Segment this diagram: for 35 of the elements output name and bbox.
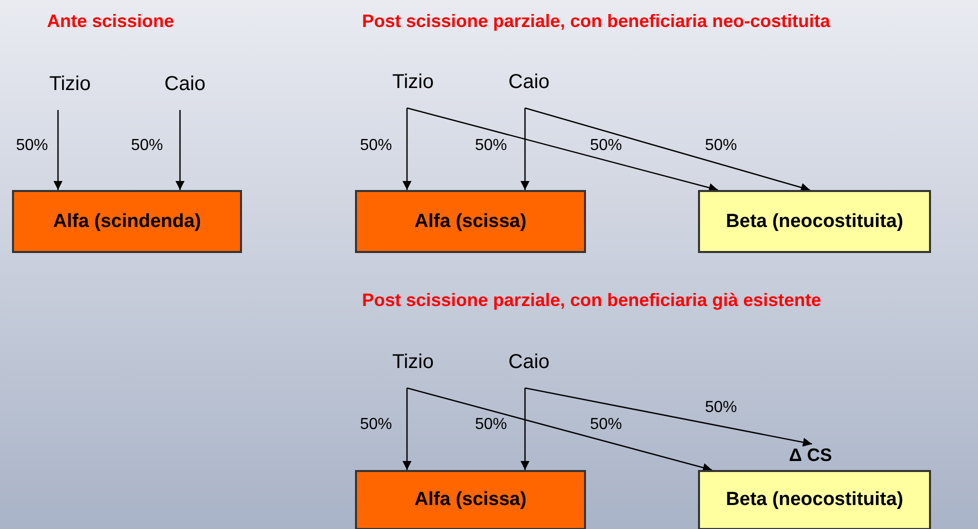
edge-label: 50%: [590, 415, 622, 435]
shareholder-name: Tizio: [45, 72, 95, 110]
shareholder-name: Tizio: [388, 350, 438, 388]
capital-increase-note: Δ CS: [789, 444, 841, 466]
arrow: [402, 108, 412, 190]
arrow: [406, 107, 718, 192]
arrow: [175, 110, 185, 190]
arrow: [406, 387, 712, 472]
company-box: Beta (neocostituita): [698, 190, 931, 253]
company-box: Beta (neocostituita): [698, 470, 931, 529]
arrow: [402, 388, 412, 470]
edge-label: 50%: [360, 136, 392, 156]
edge-label: 50%: [590, 136, 622, 156]
edge-label: 50%: [360, 415, 392, 435]
arrow: [520, 108, 530, 190]
edge-label: 50%: [131, 136, 164, 156]
edge-label: 50%: [16, 136, 48, 156]
edge-label: 50%: [475, 136, 508, 156]
shareholder-name: Caio: [505, 350, 553, 388]
arrow: [520, 388, 530, 470]
edge-label: 50%: [705, 136, 738, 156]
shareholder-name: Caio: [160, 72, 210, 110]
company-box: Alfa (scissa): [355, 190, 586, 253]
company-box: Alfa (scissa): [355, 470, 586, 529]
section-heading: Post scissione parziale, con beneficiaria neo-costituita: [362, 10, 830, 32]
section-heading: Ante scissione: [47, 10, 174, 32]
company-box: Alfa (scindenda): [12, 190, 242, 253]
section-heading: Post scissione parziale, con beneficiaria già esistente: [362, 289, 822, 311]
arrow: [524, 107, 810, 192]
shareholder-name: Caio: [505, 70, 553, 108]
edge-label: 50%: [475, 415, 508, 435]
arrow: [53, 110, 63, 190]
edge-label: 50%: [705, 398, 738, 418]
shareholder-name: Tizio: [388, 70, 438, 108]
arrow: [524, 387, 812, 447]
